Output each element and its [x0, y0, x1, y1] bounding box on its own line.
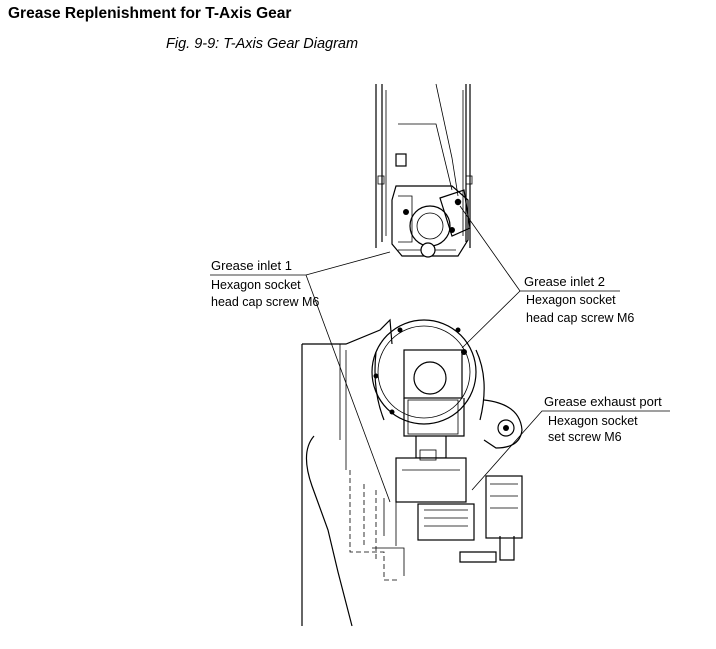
callout-line: Hexagon socket — [548, 414, 638, 428]
callout-title: Grease inlet 1 — [211, 258, 292, 273]
page-heading: Grease Replenishment for T-Axis Gear — [8, 5, 292, 22]
callout-grease-exhaust-port: Grease exhaust port Hexagon socket set s… — [544, 394, 662, 444]
upper-arm-view — [375, 83, 473, 258]
callout-line: set screw M6 — [548, 430, 622, 444]
figure-caption: Fig. 9-9: T-Axis Gear Diagram — [166, 36, 359, 52]
callout-title: Grease inlet 2 — [524, 274, 605, 289]
callout-grease-inlet-1: Grease inlet 1 Hexagon socket head cap s… — [211, 258, 319, 309]
callout-line: Hexagon socket — [526, 293, 616, 307]
lower-arm-view — [301, 318, 523, 627]
callout-line: head cap screw M6 — [526, 311, 634, 325]
callout-line: head cap screw M6 — [211, 295, 319, 309]
leader-lines — [210, 205, 670, 503]
callout-grease-inlet-2: Grease inlet 2 Hexagon socket head cap s… — [524, 274, 634, 325]
callout-line: Hexagon socket — [211, 278, 301, 292]
callout-title: Grease exhaust port — [544, 394, 662, 409]
